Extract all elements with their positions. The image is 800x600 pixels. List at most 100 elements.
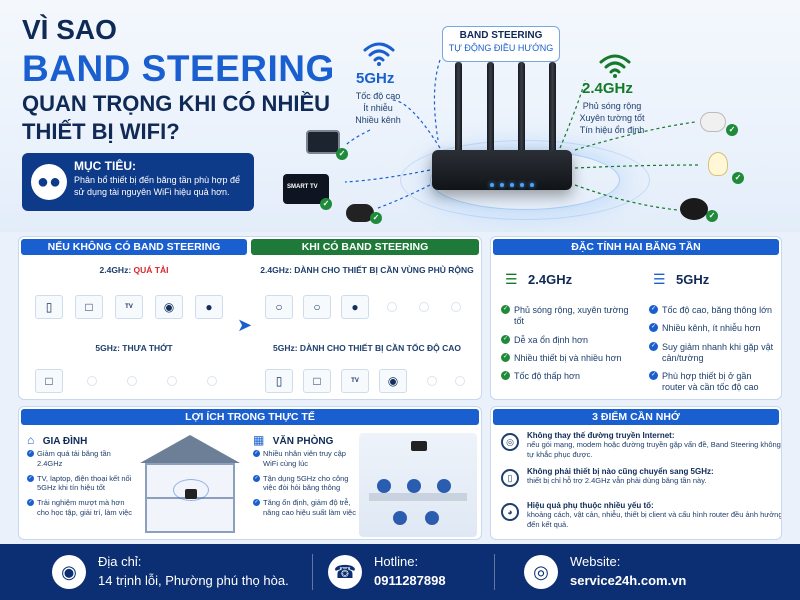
feature-24-title: 2.4GHz <box>528 272 573 287</box>
arrow-right-icon: ➤ <box>237 315 253 335</box>
title-line-4: THIẾT BỊ WIFI? <box>22 119 180 144</box>
note-text: khoảng cách, vật cản, nhiễu, thiết bị cl… <box>527 510 782 529</box>
features-title: ĐẶC TÍNH HAI BĂNG TẦN <box>493 239 779 255</box>
feature-item: Nhiều kênh, ít nhiễu hơn <box>649 323 777 334</box>
desc-line: Tín hiệu ổn định <box>579 125 645 136</box>
without-5-label: 5GHz: THƯA THỚT <box>95 343 173 353</box>
hero-banner: VÌ SAO BAND STEERING QUAN TRỌNG KHI CÓ N… <box>0 0 800 232</box>
wifi-icon: ☰ <box>653 271 666 287</box>
laptop-icon <box>306 130 340 154</box>
feature-item: Tốc độ thấp hơn <box>501 371 637 382</box>
title-line-2: BAND STEERING <box>22 48 335 89</box>
goal-title: MỤC TIÊU: <box>74 159 136 173</box>
benefits-panel: LỢI ÍCH TRONG THỰC TẾ ⌂ GIA ĐÌNH Giảm qu… <box>18 406 482 540</box>
note-title: Hiệu quả phụ thuộc nhiều yếu tố: <box>527 501 654 510</box>
band-5ghz-desc: Tốc độ cao Ít nhiễu Nhiều kênh <box>348 90 408 126</box>
check-icon: ✓ <box>706 210 718 222</box>
note-text: thiết bị chỉ hỗ trợ 2.4GHz vẫn phải dùng… <box>527 476 707 485</box>
empty-slot <box>87 376 97 386</box>
benefit-item: Giảm quá tải băng tần 2.4GHz <box>27 449 135 469</box>
speaker-icon <box>680 198 708 220</box>
empty-slot <box>127 376 137 386</box>
note-1: ◎ Không thay thế đường truyền Internet: … <box>501 431 781 460</box>
title-line-1: VÌ SAO <box>22 14 117 45</box>
wifi-icon <box>599 54 631 78</box>
feature-item: Suy giảm nhanh khi gặp vật cản/tường <box>649 341 777 365</box>
bulb-icon <box>708 152 728 176</box>
smart-tv-label: SMART TV <box>287 184 318 190</box>
location-icon: ◉ <box>52 555 86 589</box>
check-icon: ✓ <box>370 212 382 224</box>
feature-5-header: ☰ 5GHz <box>653 271 709 289</box>
without-24-label: 2.4GHz: QUÁ TẢI <box>19 265 249 275</box>
with-24-label: 2.4GHz: DÀNH CHO THIẾT BỊ CẦN VÙNG PHỦ R… <box>260 265 474 275</box>
router-icon <box>432 150 572 190</box>
feature-5-title: 5GHz <box>676 272 710 287</box>
hotline-value[interactable]: 0911287898 <box>374 573 446 588</box>
note-text: nếu gói mạng, modem hoặc đường truyền gặ… <box>527 440 781 459</box>
signal-ring <box>400 140 650 220</box>
office-list: Nhiều nhân viên truy cập WiFi cùng lúc T… <box>253 449 357 523</box>
feature-item: Nhiều thiết bị và nhiều hơn <box>501 352 637 364</box>
office-header: ▦ VĂN PHÒNG <box>253 431 333 449</box>
title-line-3: QUAN TRỌNG KHI CÓ NHIỀU <box>22 91 330 116</box>
footer-bar: ◉ Địa chỉ: 14 trịnh lỗi, Phường phú thọ … <box>0 544 800 600</box>
camera-icon: ○ <box>265 295 293 319</box>
with-title: KHI CÓ BAND STEERING <box>251 239 479 255</box>
gamepad-icon: ◉ <box>155 295 183 319</box>
address-label: Địa chỉ: <box>98 554 142 569</box>
address-value: 14 trịnh lỗi, Phường phú thọ hòa. <box>98 573 289 588</box>
office-icon: ▦ <box>253 433 265 447</box>
feature-24-list: Phủ sóng rộng, xuyên tường tốt Dễ xa ổn … <box>501 305 637 389</box>
empty-slot <box>419 302 429 312</box>
phone-icon: ▯ <box>35 295 63 319</box>
website-value[interactable]: service24h.com.vn <box>570 573 687 588</box>
with-5-label: 5GHz: DÀNH CHO THIẾT BỊ CẦN TỐC ĐỘ CAO <box>273 343 461 353</box>
phone-icon: ▯ <box>265 369 293 393</box>
empty-slot <box>455 376 465 386</box>
check-icon: ✓ <box>726 124 738 136</box>
office-title: VĂN PHÒNG <box>272 436 334 447</box>
empty-slot <box>167 376 177 386</box>
note-3: ◕ Hiệu quả phụ thuộc nhiều yếu tố: khoản… <box>501 501 782 530</box>
users-icon: ●● <box>31 164 67 200</box>
empty-slot <box>387 302 397 312</box>
router-antenna <box>549 62 556 154</box>
gamepad-icon <box>346 204 374 222</box>
gamepad-icon: ◉ <box>379 369 407 393</box>
bulb-icon: ○ <box>303 295 331 319</box>
wifi-icon: ☰ <box>505 271 518 287</box>
benefits-title: LỢI ÍCH TRONG THỰC TẾ <box>21 409 479 425</box>
router-antenna <box>487 62 494 154</box>
hotline-label: Hotline: <box>374 554 419 569</box>
router-antenna <box>455 62 462 154</box>
benefit-item: Tăng ổn định, giảm độ trễ, nâng cao hiệu… <box>253 498 357 518</box>
desc-line: Tốc độ cao <box>355 91 401 101</box>
laptop-icon: □ <box>35 369 63 393</box>
band-24ghz-label: 2.4GHz <box>582 80 633 97</box>
desc-line: Nhiều kênh <box>355 115 401 126</box>
laptop-icon: □ <box>75 295 103 319</box>
benefit-item: Tận dụng 5GHz cho công việc đòi hỏi băng… <box>253 474 357 494</box>
home-header: ⌂ GIA ĐÌNH <box>27 431 87 449</box>
band-24ghz-desc: Phủ sóng rộng Xuyên tường tốt Tín hiệu ổ… <box>572 100 652 136</box>
house-illustration <box>135 435 245 535</box>
feature-item: Dễ xa ổn định hơn <box>501 334 637 346</box>
footer-divider <box>494 554 495 590</box>
without-title: NẾU KHÔNG CÓ BAND STEERING <box>21 239 247 255</box>
badge-subtitle: TỰ ĐỘNG ĐIỀU HƯỚNG <box>448 43 554 53</box>
home-title: GIA ĐÌNH <box>42 436 88 447</box>
note-2: ▯ Không phải thiết bị nào cũng chuyển sa… <box>501 467 781 487</box>
empty-slot <box>451 302 461 312</box>
check-icon: ✓ <box>732 172 744 184</box>
check-icon: ✓ <box>336 148 348 160</box>
speaker-icon: ● <box>341 295 369 319</box>
goal-text: Phân bổ thiết bị đến băng tần phù hợp để… <box>74 175 241 197</box>
speaker-icon: ● <box>195 295 223 319</box>
goal-box: ●● MỤC TIÊU: Phân bổ thiết bị đến băng t… <box>22 153 254 211</box>
globe-icon: ◎ <box>524 555 558 589</box>
feature-5-list: Tốc độ cao, băng thông lớn Nhiều kênh, í… <box>649 305 777 399</box>
badge-title: BAND STEERING <box>459 30 543 41</box>
laptop-icon: □ <box>303 369 331 393</box>
footer-divider <box>312 554 313 590</box>
